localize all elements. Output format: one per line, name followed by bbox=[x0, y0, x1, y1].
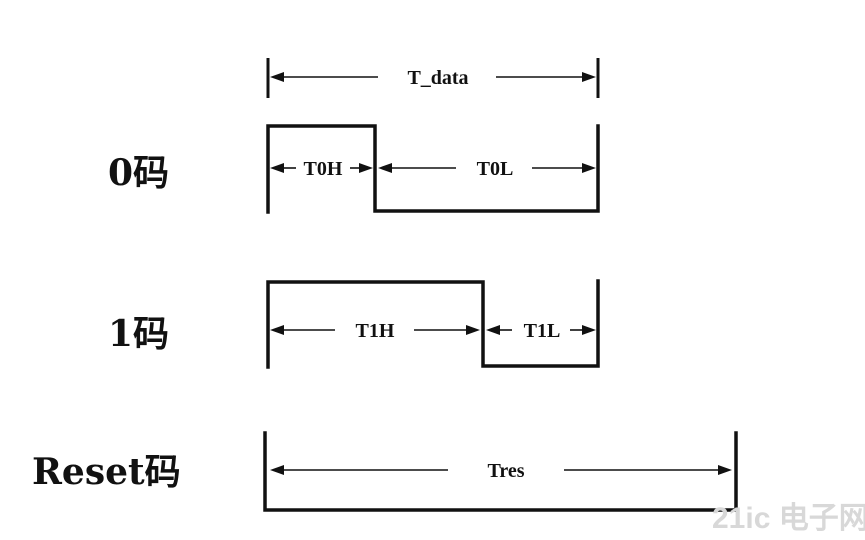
watermark-logo: 21ic 电子网 bbox=[712, 502, 865, 535]
t1h-right-arrowhead bbox=[466, 325, 480, 335]
t0h-left-arrowhead bbox=[270, 163, 284, 173]
t0l-left-arrowhead bbox=[378, 163, 392, 173]
one-code-row: 1码 T1H T1L bbox=[108, 279, 600, 369]
one-code-label: 1码 bbox=[108, 313, 169, 355]
t1h-left-arrowhead bbox=[270, 325, 284, 335]
t-data-label: T_data bbox=[407, 67, 468, 89]
zero-code-label: 0码 bbox=[108, 152, 169, 194]
tres-right-arrowhead bbox=[718, 465, 732, 475]
t1l-right-arrowhead bbox=[582, 325, 596, 335]
t0h-label: T0H bbox=[304, 158, 343, 180]
reset-code-row: Reset码 Tres bbox=[32, 431, 738, 512]
t0h-right-arrowhead bbox=[359, 163, 373, 173]
t0l-label: T0L bbox=[477, 158, 514, 180]
zero-code-row: 0码 T0H T0L bbox=[108, 124, 600, 214]
reset-code-label: Reset码 bbox=[32, 451, 181, 493]
tres-left-arrowhead bbox=[270, 465, 284, 475]
t1h-label: T1H bbox=[356, 320, 395, 342]
t-data-left-arrowhead bbox=[270, 72, 284, 82]
t0l-right-arrowhead bbox=[582, 163, 596, 173]
zero-code-waveform bbox=[266, 124, 600, 214]
tres-label: Tres bbox=[487, 460, 524, 482]
t-data-right-arrowhead bbox=[582, 72, 596, 82]
t1l-label: T1L bbox=[524, 320, 561, 342]
reset-code-waveform bbox=[263, 431, 738, 512]
t1l-left-arrowhead bbox=[486, 325, 500, 335]
one-code-waveform bbox=[266, 279, 600, 369]
t-data-dimension: T_data bbox=[266, 58, 600, 98]
